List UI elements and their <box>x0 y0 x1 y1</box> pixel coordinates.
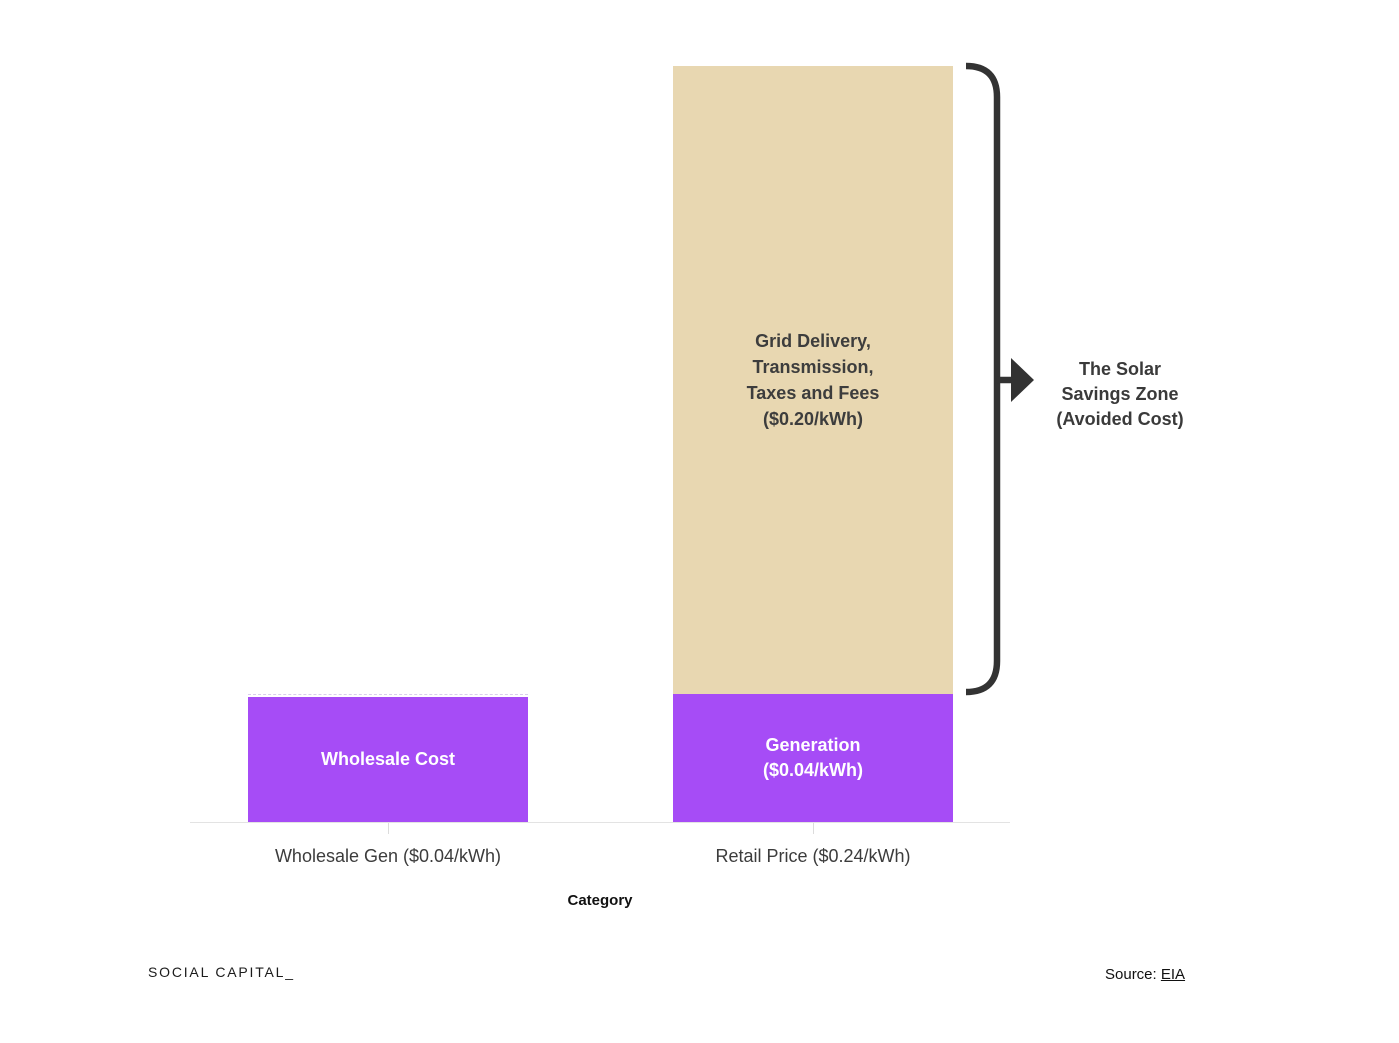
x-axis-tick-retail <box>813 823 814 834</box>
source-text: Source: EIA <box>1105 966 1185 983</box>
grid-label-line1: Grid Delivery, <box>755 331 871 351</box>
source-link[interactable]: EIA <box>1160 966 1186 983</box>
generation-label-line2: ($0.04/kWh) <box>762 760 864 780</box>
annotation-line2: Savings Zone <box>1061 384 1179 404</box>
bar-generation-segment[interactable]: Generation ($0.04/kWh) <box>673 694 953 822</box>
bar-wholesale-label: Wholesale Cost <box>320 749 456 769</box>
bar-wholesale-cost[interactable]: Wholesale Cost <box>248 697 528 822</box>
x-tick-label-retail: Retail Price ($0.24/kWh) <box>715 846 911 866</box>
savings-zone-bracket-icon <box>965 62 1034 696</box>
grid-label-line3: Taxes and Fees <box>746 383 880 403</box>
grid-label-line4: ($0.20/kWh) <box>762 409 863 429</box>
wholesale-level-dashed-line <box>248 694 528 695</box>
brand-logo: SOCIAL CAPITAL_ <box>148 964 295 980</box>
solar-savings-annotation: The Solar Savings Zone (Avoided Cost) <box>1040 357 1200 432</box>
arrow-right-icon <box>1011 358 1034 402</box>
x-tick-label-wholesale: Wholesale Gen ($0.04/kWh) <box>274 846 502 866</box>
x-axis-title: Category <box>567 892 633 909</box>
x-axis-tick-wholesale <box>388 823 389 834</box>
annotation-line3: (Avoided Cost) <box>1056 409 1184 429</box>
bar-generation-label: Generation ($0.04/kWh) <box>763 733 863 783</box>
source-prefix: Source: <box>1105 966 1161 983</box>
grid-label-line2: Transmission, <box>752 357 874 377</box>
x-axis-line <box>190 822 1010 823</box>
generation-label-line1: Generation <box>765 735 861 755</box>
bar-grid-delivery-label: Grid Delivery, Transmission, Taxes and F… <box>747 328 880 432</box>
annotation-line1: The Solar <box>1078 359 1162 379</box>
bar-grid-delivery-segment[interactable]: Grid Delivery, Transmission, Taxes and F… <box>673 66 953 694</box>
